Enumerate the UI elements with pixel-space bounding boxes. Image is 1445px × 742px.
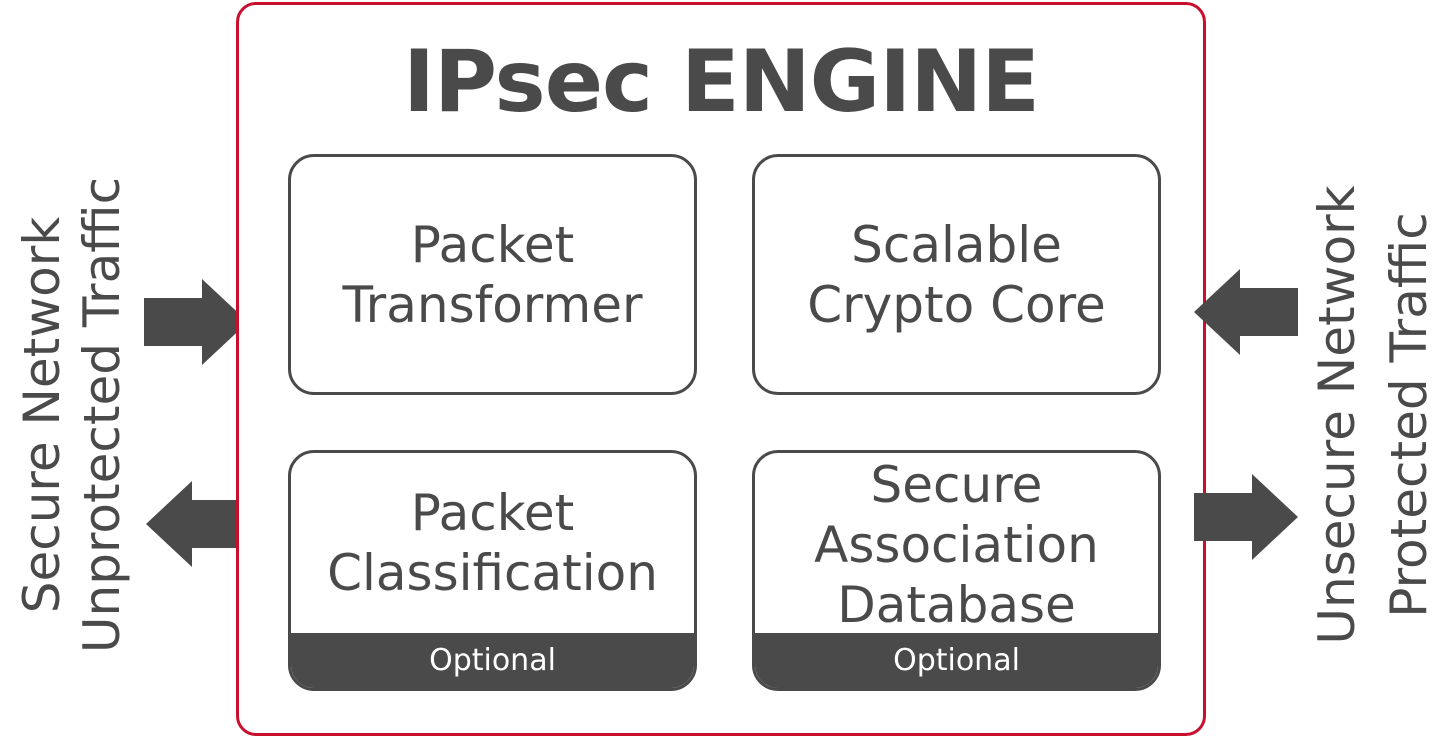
- ipsec-engine-container: IPsec ENGINE Packet Transformer Scalable…: [236, 2, 1206, 736]
- arrow-left-icon: [1194, 269, 1298, 355]
- arrow-left-icon: [146, 481, 250, 567]
- right-label-unsecure-network: Unsecure Network: [1308, 185, 1366, 645]
- crypto-core-label: Scalable Crypto Core: [807, 216, 1106, 334]
- sa-database-label: Secure Association Database: [814, 456, 1099, 634]
- arrow-right-icon: [1194, 474, 1298, 560]
- arrow-right-icon: [144, 279, 248, 365]
- optional-badge: Optional: [755, 633, 1158, 688]
- crypto-core-block: Scalable Crypto Core: [752, 154, 1161, 395]
- engine-title: IPsec ENGINE: [403, 32, 1040, 132]
- packet-transformer-label: Packet Transformer: [342, 216, 643, 334]
- packet-classification-block: Packet Classification Optional: [288, 450, 697, 691]
- left-label-unprotected-traffic: Unprotected Traffic: [73, 176, 131, 654]
- packet-classification-label: Packet Classification: [327, 484, 658, 602]
- right-label-protected-traffic: Protected Traffic: [1380, 212, 1438, 618]
- optional-badge: Optional: [291, 633, 694, 688]
- sa-database-block: Secure Association Database Optional: [752, 450, 1161, 691]
- left-label-secure-network: Secure Network: [13, 216, 71, 614]
- packet-transformer-block: Packet Transformer: [288, 154, 697, 395]
